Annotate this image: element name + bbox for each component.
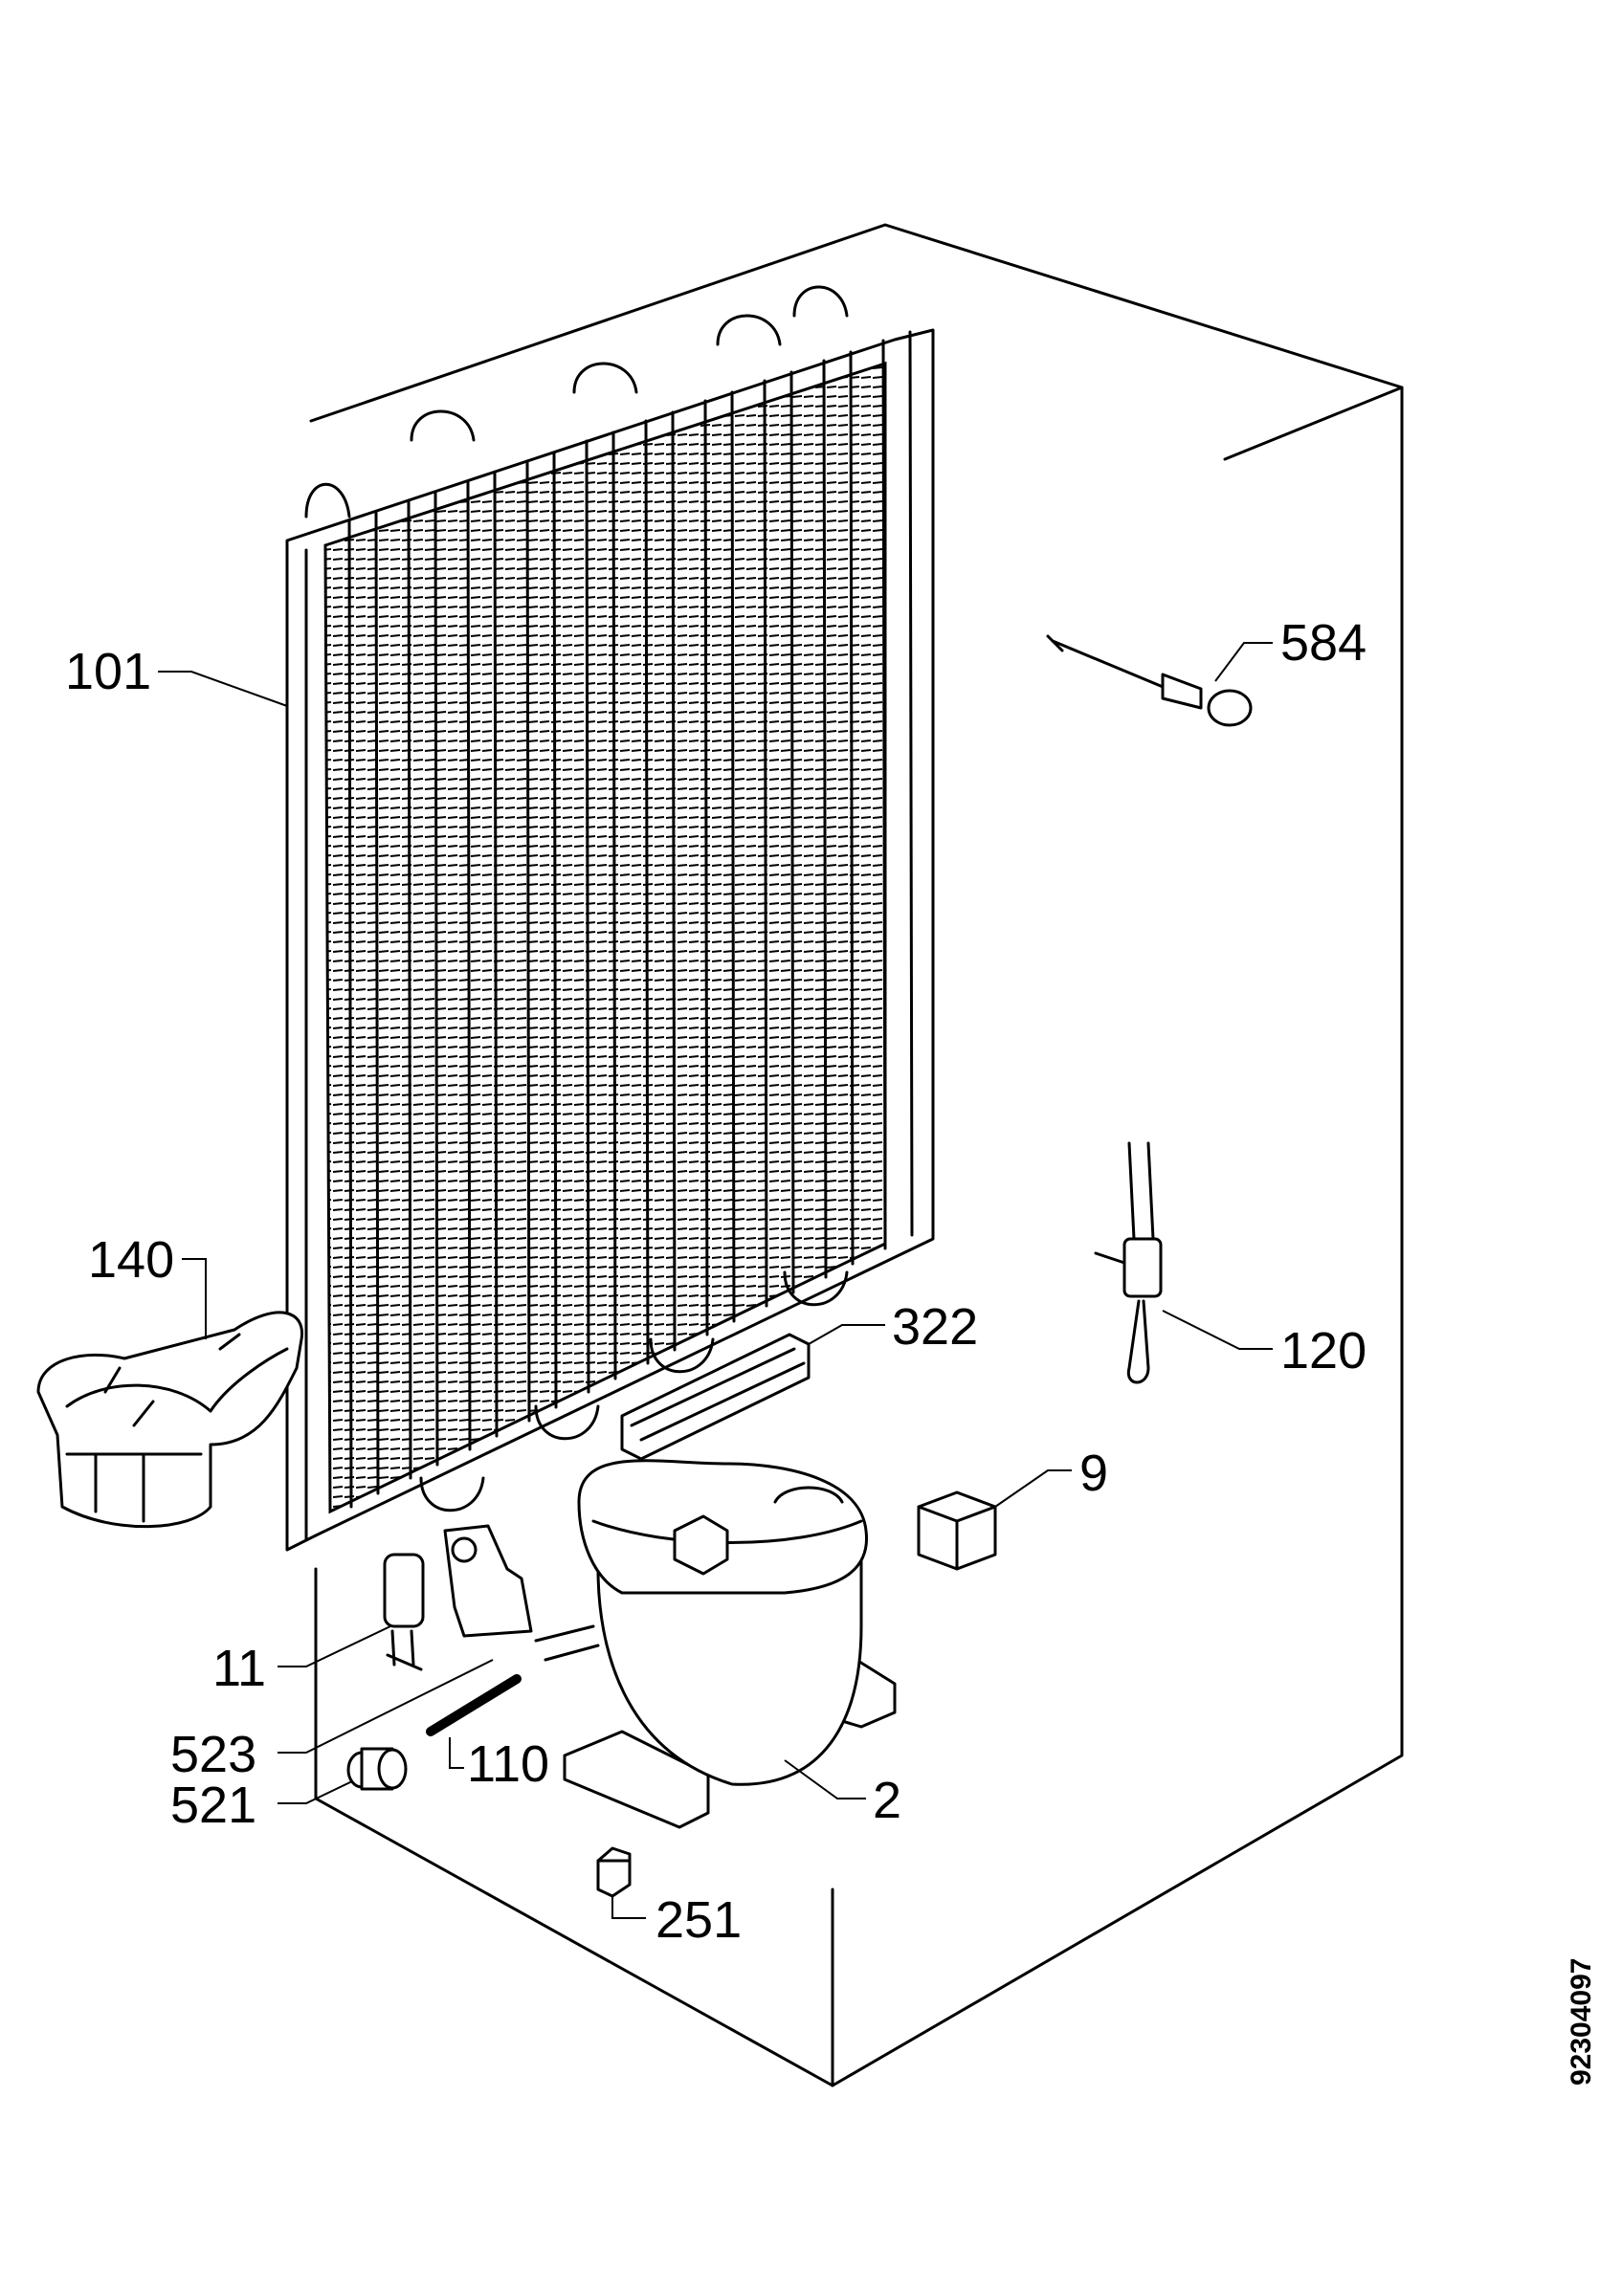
callout-251: 251 (655, 1891, 742, 1949)
condenser-tube (644, 410, 677, 1365)
condenser-tube (407, 491, 439, 1480)
thermostat (1094, 1141, 1163, 1384)
leader-lines (158, 642, 1273, 1919)
callout-101: 101 (65, 643, 151, 700)
condenser-tube (763, 370, 795, 1308)
condenser-tube (881, 330, 914, 1250)
document-number: 92304097 (1566, 1958, 1597, 2086)
callout-120: 120 (1280, 1322, 1366, 1380)
callout-322: 322 (892, 1298, 978, 1356)
callout-584: 584 (1280, 614, 1366, 672)
callout-9: 9 (1079, 1445, 1108, 1502)
mounting-bracket (620, 1333, 811, 1461)
callout-2: 2 (873, 1772, 901, 1829)
connector-pin (426, 1674, 522, 1736)
condenser-tube (822, 350, 855, 1279)
foot-nut (596, 1846, 632, 1898)
sensor-probe (1046, 634, 1253, 727)
condenser-tube (466, 471, 499, 1451)
condenser-tube (347, 511, 380, 1509)
condenser-tube (703, 390, 736, 1336)
callout-110: 110 (467, 1735, 549, 1793)
compressor (534, 1459, 897, 1829)
condenser-tube (525, 451, 558, 1423)
condenser-tube (585, 430, 617, 1394)
callout-140: 140 (88, 1231, 174, 1289)
callout-521: 521 (170, 1777, 256, 1834)
callout-11: 11 (212, 1640, 266, 1697)
condenser (285, 285, 935, 1552)
starter-relay (383, 1524, 533, 1671)
connector-block (917, 1490, 997, 1571)
callout-523: 523 (170, 1726, 256, 1783)
drip-tray (36, 1311, 304, 1529)
cabinet-outline (309, 223, 1404, 2087)
cable-grommet (346, 1747, 408, 1791)
